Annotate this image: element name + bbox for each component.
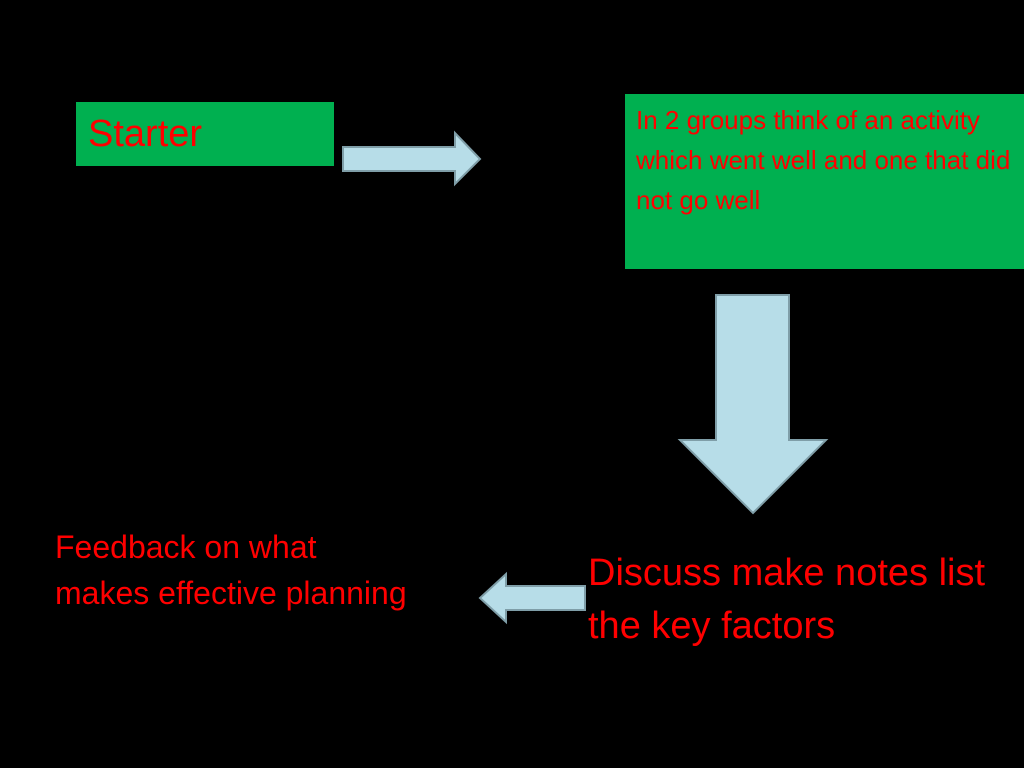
starter-box: Starter (76, 102, 334, 166)
task-text: In 2 groups think of an activity which w… (636, 105, 1011, 215)
starter-label: Starter (88, 113, 203, 155)
right-arrow-icon (342, 130, 482, 187)
left-arrow-icon (478, 571, 586, 625)
feedback-text: Feedback on what makes effective plannin… (55, 529, 407, 611)
down-arrow-icon (677, 294, 829, 515)
discuss-text: Discuss make notes list the key factors (588, 552, 986, 647)
task-box: In 2 groups think of an activity which w… (625, 94, 1024, 269)
